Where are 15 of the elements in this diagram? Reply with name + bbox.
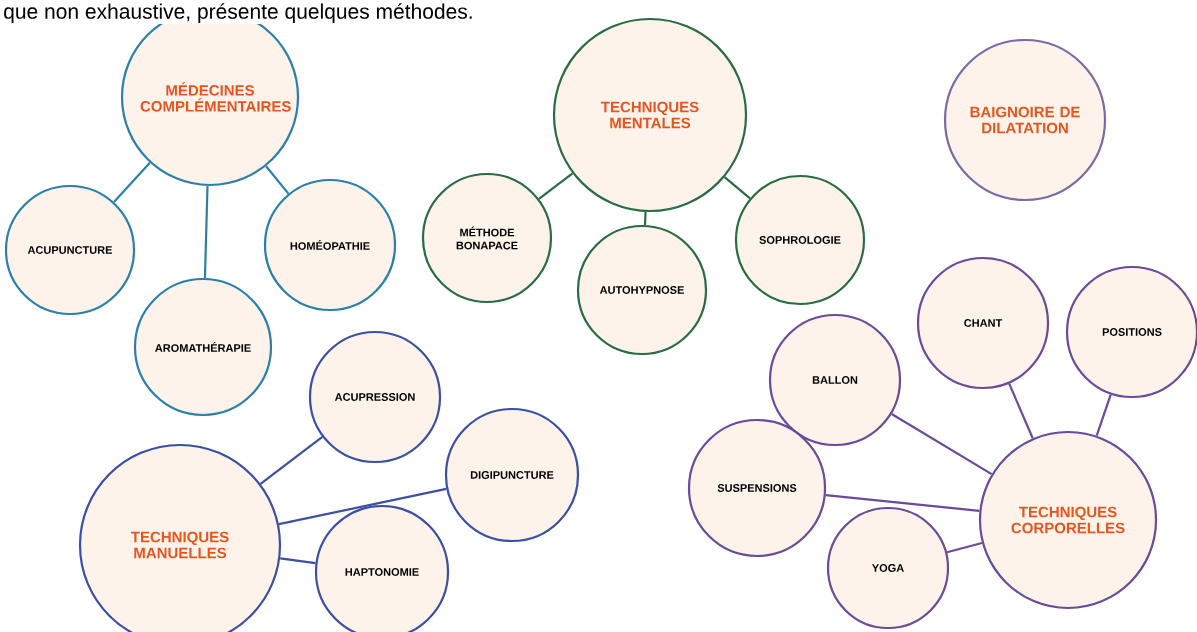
connector-line — [259, 436, 323, 485]
intro-text: que non exhaustive, présente quelques méthodes. — [2, 2, 475, 24]
connector-line — [265, 165, 290, 195]
connector-line — [1095, 394, 1112, 436]
connector-line — [891, 413, 993, 476]
connector-line — [278, 487, 447, 526]
connector-line — [723, 176, 751, 200]
connector-line — [946, 541, 983, 554]
connector-line — [203, 186, 209, 278]
connector-line — [1008, 383, 1034, 439]
connector-line — [825, 493, 980, 512]
connector-line — [643, 211, 647, 226]
connector-line — [113, 161, 151, 203]
connector-line — [280, 557, 316, 565]
connector-line — [538, 172, 574, 200]
